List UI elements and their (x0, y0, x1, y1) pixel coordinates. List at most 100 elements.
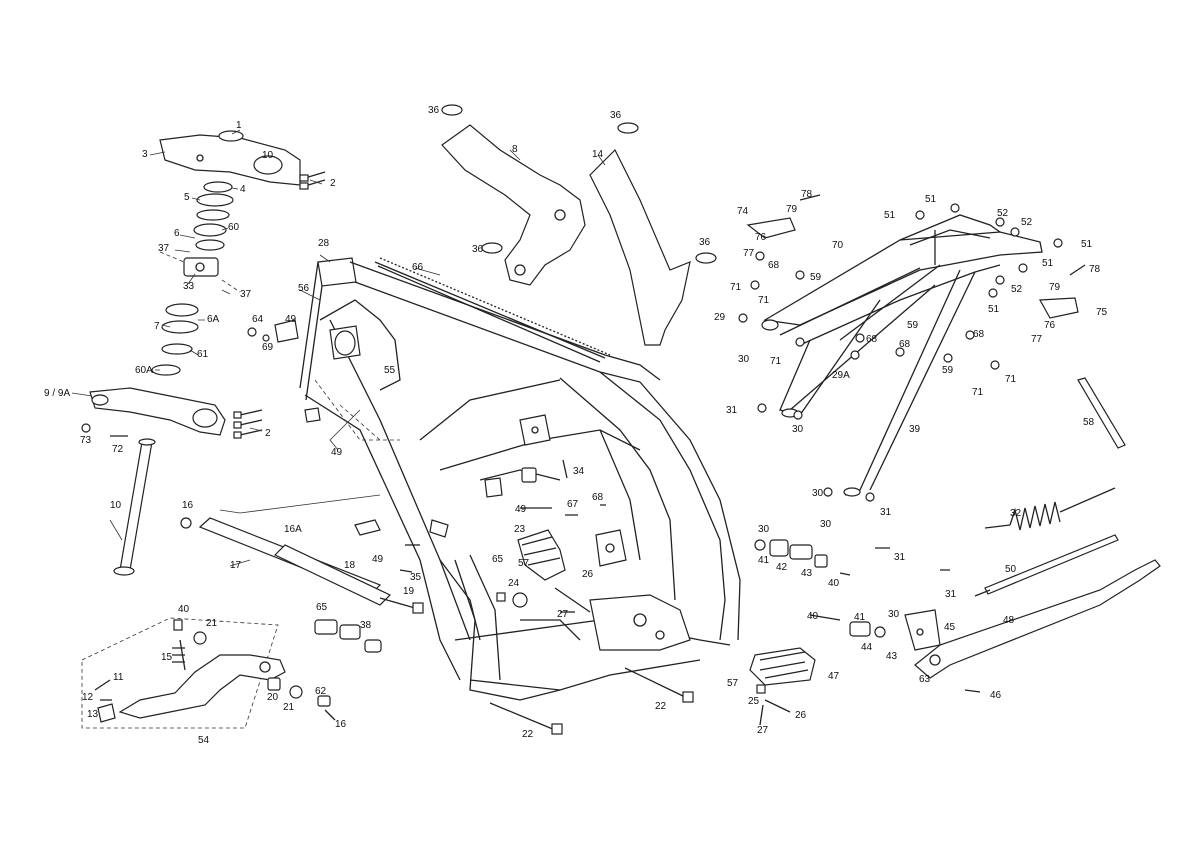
callout-42: 42 (776, 562, 788, 573)
side-stand-48 (914, 559, 1161, 679)
callout-8: 8 (512, 144, 518, 155)
callout-71c: 71 (770, 356, 782, 367)
callout-31a: 31 (894, 552, 906, 563)
bolt-19 (379, 597, 424, 614)
callout-51b: 51 (884, 210, 896, 221)
pivot-shaft-18 (273, 544, 392, 606)
callout-40c: 40 (807, 611, 819, 622)
callout-41a: 41 (758, 555, 770, 566)
callout-19: 19 (403, 586, 415, 597)
callout-60: 60 (228, 222, 240, 233)
callout-7: 7 (154, 321, 160, 332)
callout-25: 25 (748, 696, 760, 707)
callout-43b: 43 (886, 651, 898, 662)
leader-lines (71, 129, 606, 567)
callout-45: 45 (944, 622, 956, 633)
callout-40b: 40 (828, 578, 840, 589)
stand-bracket-45 (904, 609, 941, 651)
callout-59a: 59 (810, 272, 822, 283)
lower-clamp-bolts (81, 409, 263, 439)
lower-triple-clamp (89, 387, 226, 436)
callout-62: 62 (315, 686, 327, 697)
callout-71b: 71 (758, 295, 770, 306)
callout-66: 66 (412, 262, 424, 273)
callout-20: 20 (267, 692, 279, 703)
callout-77a: 77 (743, 248, 755, 259)
callout-71e: 71 (972, 387, 984, 398)
callout-32: 32 (1010, 508, 1022, 519)
callout-65a: 65 (316, 602, 328, 613)
rear-footpeg-47 (749, 647, 816, 686)
callout-41b: 41 (854, 612, 866, 623)
callout-48: 48 (1003, 615, 1015, 626)
callout-52a: 52 (997, 208, 1009, 219)
steering-lock-block (159, 251, 241, 293)
callout-36a: 36 (428, 105, 440, 116)
upper-clamp-bolts (299, 171, 326, 190)
callout-21b: 21 (283, 702, 295, 713)
callout-3: 3 (142, 149, 148, 160)
callout-49d: 49 (515, 504, 527, 515)
callout-26: 26 (582, 569, 594, 580)
callout-35: 35 (410, 572, 422, 583)
callout-10: 10 (110, 500, 122, 511)
callout-2: 2 (330, 178, 336, 189)
callout-38: 38 (360, 620, 372, 631)
callout-70: 70 (832, 240, 844, 251)
callout-9: 9 / 9A (44, 388, 70, 399)
callout-36c: 36 (472, 244, 484, 255)
callout-labels: 1 3 10 2 4 5 60 6 37 33 37 6A 7 61 60A 9… (44, 105, 1108, 746)
front-footpeg-23 (517, 529, 566, 581)
callout-51a: 51 (925, 194, 937, 205)
callout-16b: 16 (335, 719, 347, 730)
callout-14: 14 (592, 149, 604, 160)
callout-37a: 37 (158, 243, 170, 254)
lower-bearing-stack (151, 303, 199, 376)
callout-15: 15 (161, 652, 173, 663)
callout-13: 13 (87, 709, 99, 720)
callout-16a: 16A (284, 524, 302, 535)
callout-61: 61 (197, 349, 209, 360)
callout-68c: 68 (866, 334, 878, 345)
guard-clamps (441, 104, 717, 264)
long-bolts-22 (489, 667, 694, 735)
callout-21: 21 (206, 618, 218, 629)
callout-28: 28 (318, 238, 330, 249)
callout-27: 27 (557, 609, 569, 620)
brackets-74-75 (746, 194, 1086, 319)
callout-34: 34 (573, 466, 585, 477)
callout-30f: 30 (812, 488, 824, 499)
bushing-set-41-44 (754, 539, 886, 638)
callout-37b: 37 (240, 289, 252, 300)
callout-31b: 31 (945, 589, 957, 600)
callout-43a: 43 (801, 568, 813, 579)
shift-lever-54 (94, 639, 286, 723)
callout-71a: 71 (730, 282, 742, 293)
callout-29a: 29A (832, 370, 850, 381)
callout-68a: 68 (592, 492, 604, 503)
callout-56: 56 (298, 283, 310, 294)
main-frame (299, 257, 741, 701)
callout-24: 24 (508, 578, 520, 589)
callout-30c: 30 (820, 519, 832, 530)
callout-60a: 60A (135, 365, 153, 376)
callout-31c: 31 (726, 405, 738, 416)
upper-triple-clamp (159, 130, 301, 186)
callout-30a: 30 (758, 524, 770, 535)
callout-30e: 30 (888, 609, 900, 620)
callout-11: 11 (113, 672, 124, 683)
callout-12: 12 (82, 692, 94, 703)
callout-76b: 76 (1044, 320, 1056, 331)
callout-22b: 22 (655, 701, 667, 712)
callout-64: 64 (252, 314, 264, 325)
callout-22: 22 (522, 729, 534, 740)
callout-49b: 49 (285, 314, 297, 325)
frame-strip-66 (374, 261, 606, 363)
left-frame-guard (441, 124, 586, 286)
callout-68b: 68 (768, 260, 780, 271)
callout-27b: 27 (757, 725, 769, 736)
callout-78a: 78 (801, 189, 813, 200)
right-frame-guard (589, 148, 691, 346)
callout-49a: 49 (372, 554, 384, 565)
callout-57c: 57 (727, 678, 739, 689)
